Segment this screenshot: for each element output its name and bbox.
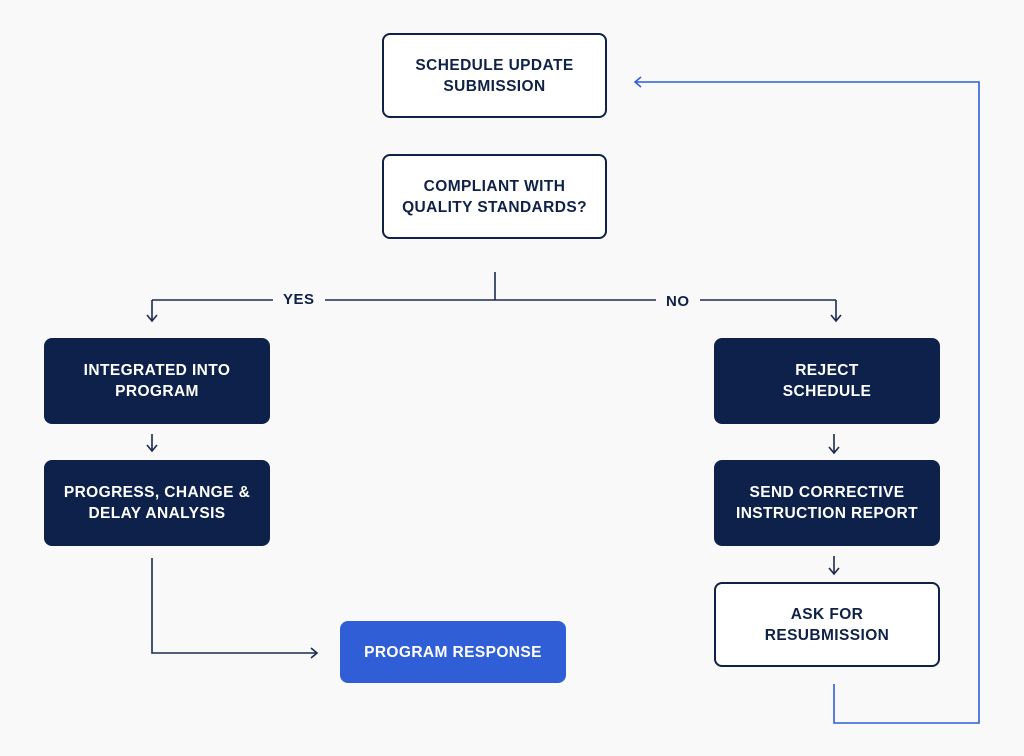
- program-response-box: PROGRAM RESPONSE: [340, 621, 566, 683]
- corrective-instruction-box: SEND CORRECTIVE INSTRUCTION REPORT: [714, 460, 940, 546]
- compliance-decision-label: COMPLIANT WITH QUALITY STANDARDS?: [402, 177, 587, 216]
- ask-for-resubmission-label: ASK FOR RESUBMISSION: [764, 605, 890, 644]
- resubmission-loop-head: [633, 76, 642, 88]
- progress-to-response-line: [151, 558, 316, 654]
- compliance-decision-box: COMPLIANT WITH QUALITY STANDARDS?: [382, 154, 607, 239]
- reject-schedule-box: REJECT SCHEDULE: [714, 338, 940, 424]
- schedule-update-submission-box: SCHEDULE UPDATE SUBMISSION: [382, 33, 607, 118]
- no-arrow-head: [830, 314, 842, 323]
- corrective-instruction-label: SEND CORRECTIVE INSTRUCTION REPORT: [735, 484, 918, 522]
- integrated-into-program-label: INTEGRATED INTO PROGRAM: [83, 362, 231, 400]
- progress-change-delay-box: PROGRESS, CHANGE & DELAY ANALYSIS: [44, 460, 270, 546]
- reject-schedule-label: REJECT SCHEDULE: [782, 362, 872, 400]
- resubmission-loop-line: [636, 81, 980, 724]
- progress-to-response-head: [310, 647, 319, 659]
- progress-change-delay-label: PROGRESS, CHANGE & DELAY ANALYSIS: [63, 484, 251, 522]
- schedule-update-submission-label: SCHEDULE UPDATE SUBMISSION: [415, 56, 574, 95]
- no-branch-label: NO: [656, 291, 700, 313]
- reject-to-corrective-arrow: [828, 434, 840, 455]
- yes-branch-label: YES: [273, 289, 325, 311]
- program-response-label: PROGRAM RESPONSE: [364, 643, 542, 661]
- integrated-into-program-box: INTEGRATED INTO PROGRAM: [44, 338, 270, 424]
- ask-for-resubmission-box: ASK FOR RESUBMISSION: [714, 582, 940, 667]
- yes-arrow-head: [146, 314, 158, 323]
- corrective-to-resubmission-arrow: [828, 556, 840, 576]
- integrated-to-progress-arrow: [146, 434, 158, 453]
